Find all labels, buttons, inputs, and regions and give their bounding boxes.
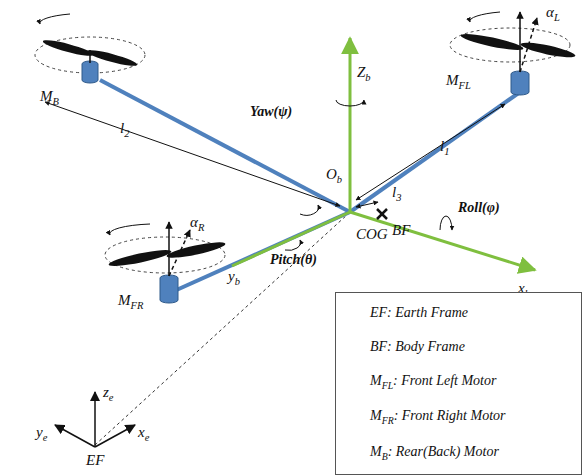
axis-label: l3: [392, 184, 401, 204]
axis-label: MB: [40, 88, 59, 108]
earth-frame-axes: [55, 392, 135, 447]
l1-dimension: [356, 104, 505, 200]
axis-label: Yaw(ψ): [250, 104, 292, 119]
motor-mfl: [450, 12, 576, 95]
axis-label: l1: [440, 138, 449, 158]
legend-entry: MFL: Front Left Motor: [370, 373, 581, 392]
axis-label: Pitch(θ): [270, 252, 317, 267]
legend-entry: MFR: Front Right Motor: [370, 408, 581, 427]
axis-label: ze: [103, 384, 114, 404]
legend-entry: EF: Earth Frame: [370, 305, 581, 322]
axis-label: Ob: [326, 166, 342, 186]
yaw-arrow: [336, 100, 364, 106]
axis-label: yb: [228, 268, 240, 288]
axis-label: ye: [36, 424, 47, 444]
zb-axis: [349, 38, 352, 212]
position-vector: [95, 214, 348, 445]
axis-label: BF: [392, 222, 410, 239]
legend-entry: BF: Body Frame: [370, 339, 581, 356]
axis-label: COG: [356, 226, 388, 243]
axis-label: αR: [190, 214, 204, 234]
l3-dimension: [356, 202, 378, 207]
cross-mark: [377, 209, 387, 219]
axis-label: Zb: [357, 64, 371, 84]
motor-mfr: [105, 222, 226, 303]
pitch-arrow: [285, 240, 301, 250]
xb-axis: [350, 212, 535, 270]
roll-arrow: [440, 216, 452, 230]
motor-mb: [35, 14, 145, 83]
frame-arms: [100, 80, 520, 292]
axis-label: Roll(φ): [458, 200, 500, 215]
legend-entry: MB: Rear(Back) Motor: [370, 444, 581, 463]
axis-label: MFR: [118, 292, 143, 312]
axis-label: EF: [86, 452, 104, 469]
axis-label: xe: [138, 424, 149, 444]
pitch-arrow: [300, 205, 318, 215]
l2-dimension: [45, 102, 340, 206]
axis-label: αL: [546, 4, 560, 24]
axis-label: MFL: [446, 72, 471, 92]
axis-label: l2: [120, 120, 129, 140]
legend-box: EF: Earth FrameBF: Body FrameMFL: Front …: [335, 292, 582, 475]
